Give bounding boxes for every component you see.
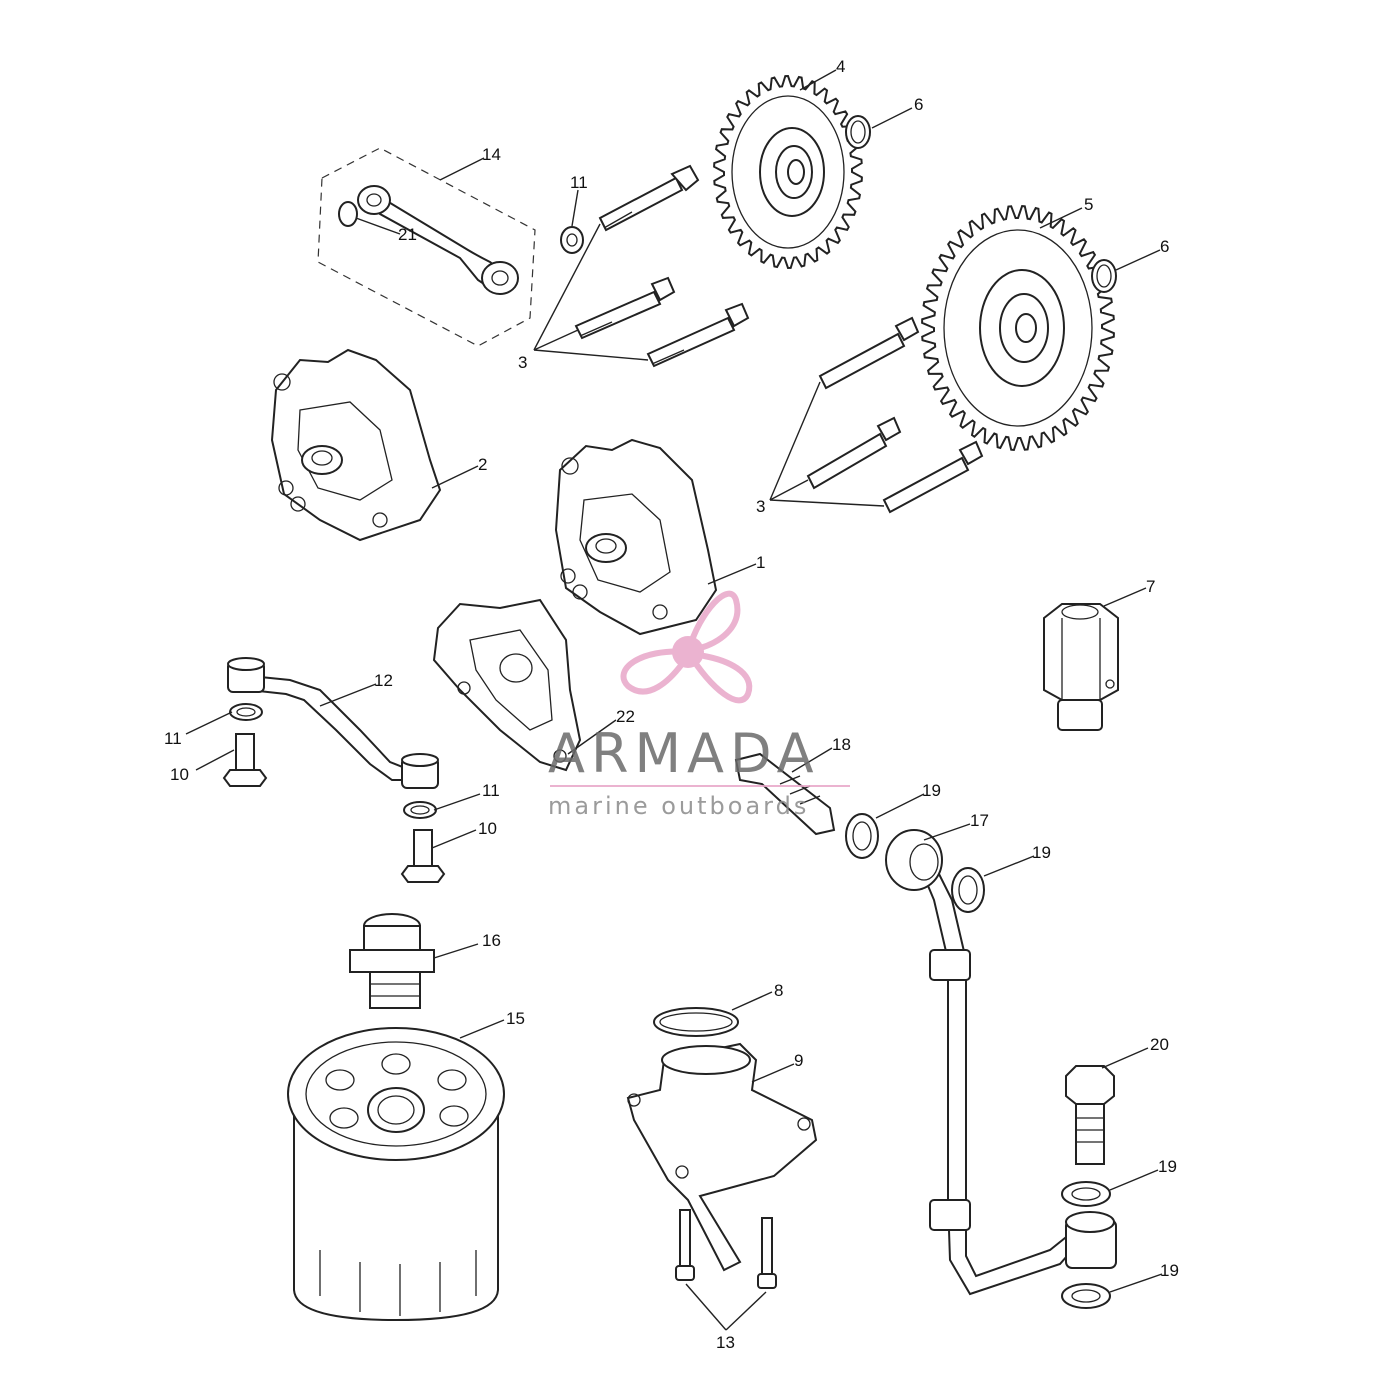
callout-4: 4	[836, 57, 845, 76]
part-19-washer-2	[951, 867, 985, 913]
callout-3-left: 3	[518, 353, 527, 372]
part-10-banjo-bolt-middle	[400, 829, 446, 883]
gear5-hub-0	[943, 229, 1093, 427]
callout-1: 1	[756, 553, 765, 572]
part-3-bolts-right	[806, 316, 984, 514]
part-18-fitting	[734, 752, 836, 836]
callout-labels: 4 6 5 6 14 21 11 3 3 2 1 7 12 11 10 11 1…	[164, 57, 1179, 1352]
part-16-nipple	[349, 913, 435, 1009]
callout-15: 15	[506, 1009, 525, 1028]
part-3-bolts-left	[574, 164, 750, 368]
callout-10-middle: 10	[478, 819, 497, 838]
part-14-pipe-assembly	[317, 147, 536, 347]
callout-6-lower: 6	[1160, 237, 1169, 256]
watermark: ARMADA marine outboards	[548, 590, 850, 820]
callout-19-c: 19	[1158, 1157, 1177, 1176]
callout-13: 13	[716, 1333, 735, 1352]
callout-5: 5	[1084, 195, 1093, 214]
gear4-hub-3	[787, 159, 805, 185]
callout-12: 12	[374, 671, 393, 690]
callout-3-right: 3	[756, 497, 765, 516]
callout-7: 7	[1146, 577, 1155, 596]
part-21-o-ring	[338, 201, 358, 227]
part-15-oil-filter	[287, 1027, 505, 1322]
part-11-washer-top	[560, 226, 584, 254]
callout-17: 17	[970, 811, 989, 830]
part-11-washer-left	[229, 703, 263, 721]
callout-21: 21	[398, 225, 417, 244]
callout-22: 22	[616, 707, 635, 726]
part-11-washer-middle	[403, 801, 437, 819]
part-19-washer-4	[1061, 1283, 1111, 1309]
part-1-pump-housing	[554, 438, 718, 636]
callout-6-upper: 6	[914, 95, 923, 114]
gear5-hub-3	[1015, 313, 1037, 343]
callout-18: 18	[832, 735, 851, 754]
callout-19-a: 19	[922, 781, 941, 800]
part-22-gasket	[432, 598, 582, 772]
gear4-hub-0	[731, 95, 845, 249]
part-6-circlip-lower	[1091, 259, 1117, 293]
part-7-hex-adapter	[1043, 603, 1119, 731]
callout-16: 16	[482, 931, 501, 950]
callout-11-top: 11	[570, 173, 588, 192]
part-6-circlip-upper	[845, 115, 871, 149]
part-13-screws	[675, 1209, 777, 1289]
callout-20: 20	[1150, 1035, 1169, 1054]
part-19-washer-3	[1061, 1181, 1111, 1207]
callout-11-left: 11	[164, 729, 182, 748]
callout-8: 8	[774, 981, 783, 1000]
part-17-long-pipe	[885, 829, 1117, 1296]
part-4-gear	[713, 74, 863, 270]
propeller-hub	[672, 636, 704, 668]
callout-2: 2	[478, 455, 487, 474]
part-12-oil-pipe	[227, 657, 439, 789]
propeller-logo-icon	[620, 590, 753, 704]
callout-10-left: 10	[170, 765, 189, 784]
leader-lines	[185, 69, 1163, 1331]
watermark-tagline: marine outboards	[548, 792, 809, 820]
propeller-blade-0	[683, 590, 741, 657]
part-2-pump-housing	[270, 348, 442, 542]
watermark-brand: ARMADA	[548, 722, 820, 785]
propeller-blade-2	[681, 647, 753, 704]
part-5-gear	[921, 205, 1115, 451]
callout-9: 9	[794, 1051, 803, 1070]
callout-14: 14	[482, 145, 501, 164]
part-9-strainer	[626, 1042, 818, 1272]
part-20-banjo-bolt	[1065, 1065, 1115, 1165]
callout-19-b: 19	[1032, 843, 1051, 862]
propeller-blade-1	[620, 648, 693, 695]
callout-11-middle: 11	[482, 781, 500, 800]
part-8-o-ring	[653, 1007, 739, 1037]
part-19-washer-1	[845, 813, 879, 859]
callout-19-d: 19	[1160, 1261, 1179, 1280]
part-10-banjo-bolt-left	[222, 733, 268, 787]
